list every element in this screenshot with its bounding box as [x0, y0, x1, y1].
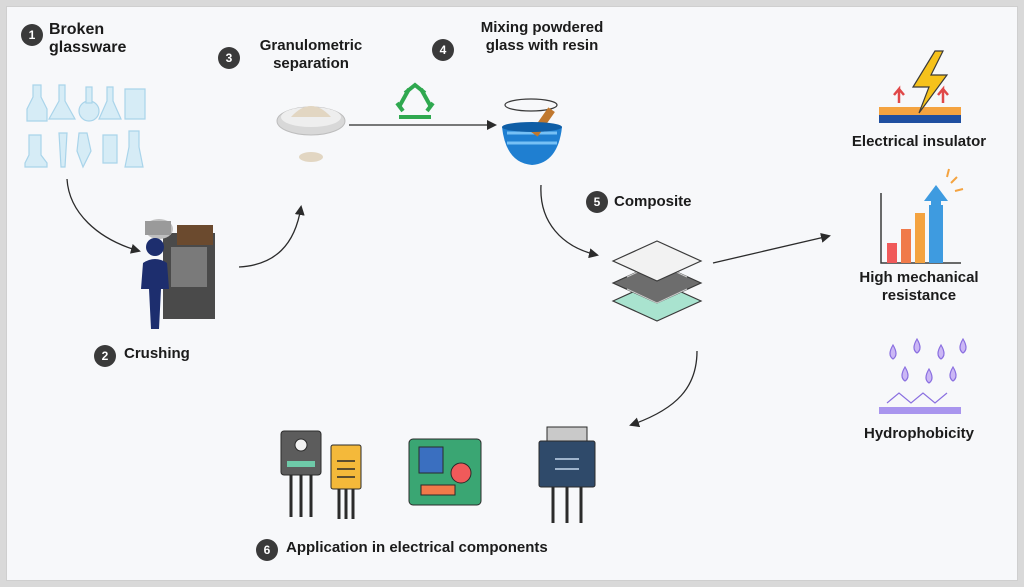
arrow-glassware-to-crushing	[66, 178, 141, 254]
step-2-label: Crushing	[124, 345, 190, 362]
property-electrical-insulator: Electrical insulator	[851, 133, 987, 150]
arrow-crushing-to-separation	[238, 205, 305, 268]
diagram-artwork	[24, 50, 967, 523]
step-3-badge: 3	[218, 47, 240, 69]
flow-arrows	[66, 120, 831, 428]
arrow-mixing-to-composite	[540, 184, 599, 259]
step-3-label: Granulometric separation	[259, 37, 363, 72]
step-5-badge: 5	[586, 191, 608, 213]
step-6-badge: 6	[256, 539, 278, 561]
recycle-icon	[395, 82, 435, 119]
step-5-label: Composite	[614, 193, 692, 210]
bar-chart-arrow-icon	[880, 168, 964, 264]
property-mechanical-resistance: High mechanical resistance	[859, 269, 979, 304]
step-4-label: Mixing powdered glass with resin	[480, 19, 604, 54]
glassware-icon	[24, 84, 146, 169]
arrow-composite-to-properties	[712, 232, 831, 264]
step-1-label: Broken glassware	[49, 21, 127, 56]
sieve-icon	[276, 106, 346, 162]
step-1-badge: 1	[21, 24, 43, 46]
step-4-badge: 4	[432, 39, 454, 61]
water-drops-icon	[879, 337, 967, 414]
electrical-components-icon	[280, 426, 596, 523]
composite-layers-icon	[611, 240, 703, 322]
step-6-label: Application in electrical components	[286, 539, 548, 556]
lightning-insulator-icon	[879, 50, 961, 123]
arrow-composite-to-application	[629, 350, 698, 428]
mixing-bowl-icon	[502, 98, 562, 165]
step-2-badge: 2	[94, 345, 116, 367]
property-hydrophobicity: Hydrophobicity	[863, 425, 974, 442]
crusher-machine-icon	[141, 219, 215, 329]
diagram-frame: 1 Broken glassware 2 Crushing 3 Granulom…	[6, 6, 1018, 581]
